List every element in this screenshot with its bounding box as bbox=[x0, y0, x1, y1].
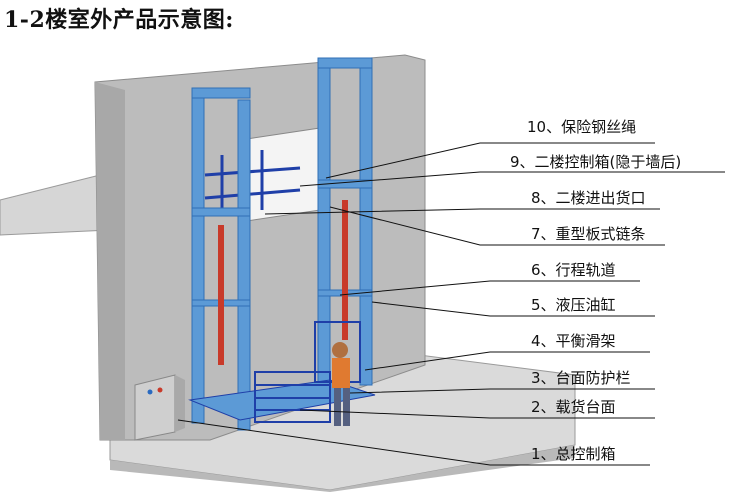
second-floor-slab bbox=[0, 175, 110, 235]
callout-main-control-box: 1、总控制箱 bbox=[531, 443, 616, 464]
wall-side-face bbox=[95, 82, 125, 440]
callout-hydraulic-cylinder: 5、液压油缸 bbox=[531, 294, 616, 315]
callout-balance-slide-frame: 4、平衡滑架 bbox=[531, 330, 616, 351]
callout-second-floor-control-box: 9、二楼控制箱(隐于墙后) bbox=[510, 151, 681, 172]
callout-second-floor-cargo-opening: 8、二楼进出货口 bbox=[531, 187, 646, 208]
callout-safety-wire-rope: 10、保险钢丝绳 bbox=[527, 116, 636, 137]
callout-cargo-platform: 2、载货台面 bbox=[531, 396, 616, 417]
diagram-title: 1-2楼室外产品示意图: bbox=[4, 2, 234, 34]
callout-platform-guardrail: 3、台面防护栏 bbox=[531, 367, 631, 388]
callout-heavy-plate-chain: 7、重型板式链条 bbox=[531, 223, 646, 244]
main-control-cabinet bbox=[135, 375, 185, 440]
callout-travel-rail: 6、行程轨道 bbox=[531, 259, 616, 280]
second-floor-opening bbox=[240, 128, 320, 222]
